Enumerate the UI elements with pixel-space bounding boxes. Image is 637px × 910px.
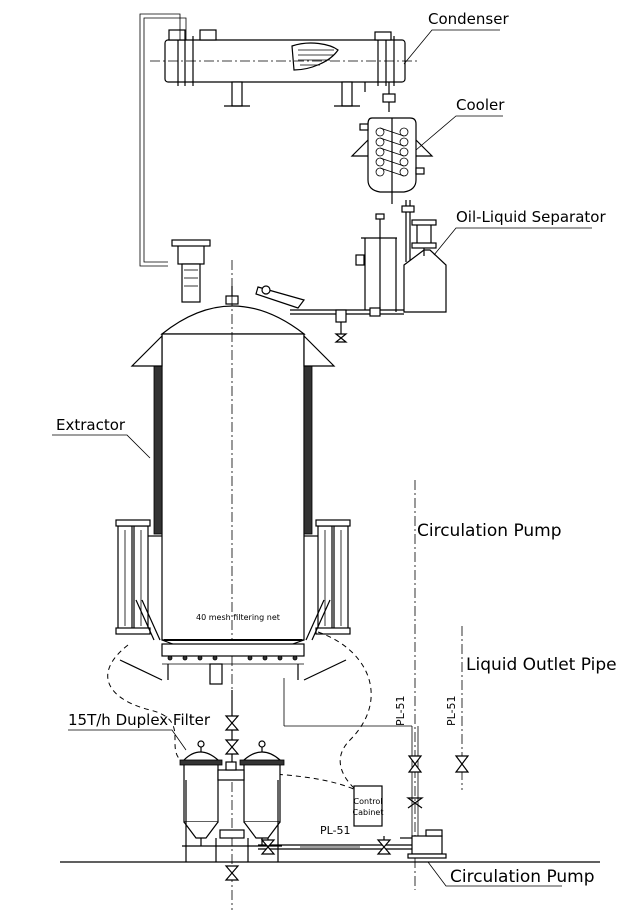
duplex-filter-label: 15T/h Duplex Filter — [68, 711, 211, 729]
top-piping — [171, 239, 404, 343]
pipe-tag-left: PL-51 — [394, 695, 407, 726]
circulation-pump-label-bottom: Circulation Pump — [450, 867, 595, 887]
control-cabinet-label-1: Control — [354, 797, 383, 806]
cooler-label: Cooler — [456, 96, 505, 114]
oil-liquid-separator — [355, 200, 447, 313]
extractor — [115, 260, 351, 910]
control-cabinet: Control Cabinet — [353, 785, 384, 827]
outlet-piping — [258, 480, 470, 890]
leader-lines — [52, 29, 592, 887]
condenser-label: Condenser — [428, 10, 509, 28]
pipe-tag-bottom: PL-51 — [320, 824, 351, 837]
vapor-line — [139, 13, 187, 267]
oil-liquid-separator-label: Oil-Liquid Separator — [456, 208, 606, 226]
circulation-pump-label-right: Circulation Pump — [417, 521, 562, 541]
duplex-filter — [179, 690, 285, 881]
pipe-tag-right: PL-51 — [445, 695, 458, 726]
cooler-coil — [375, 127, 409, 177]
liquid-outlet-pipe-label: Liquid Outlet Pipe — [466, 655, 617, 675]
circulation-pump — [60, 829, 600, 863]
cooler — [350, 82, 434, 204]
condenser — [150, 29, 420, 107]
control-cabinet-label-2: Cabinet — [353, 808, 384, 817]
control-cable — [107, 644, 357, 791]
extractor-label: Extractor — [56, 416, 126, 434]
filtering-net-label: 40 mesh filtering net — [196, 613, 280, 622]
